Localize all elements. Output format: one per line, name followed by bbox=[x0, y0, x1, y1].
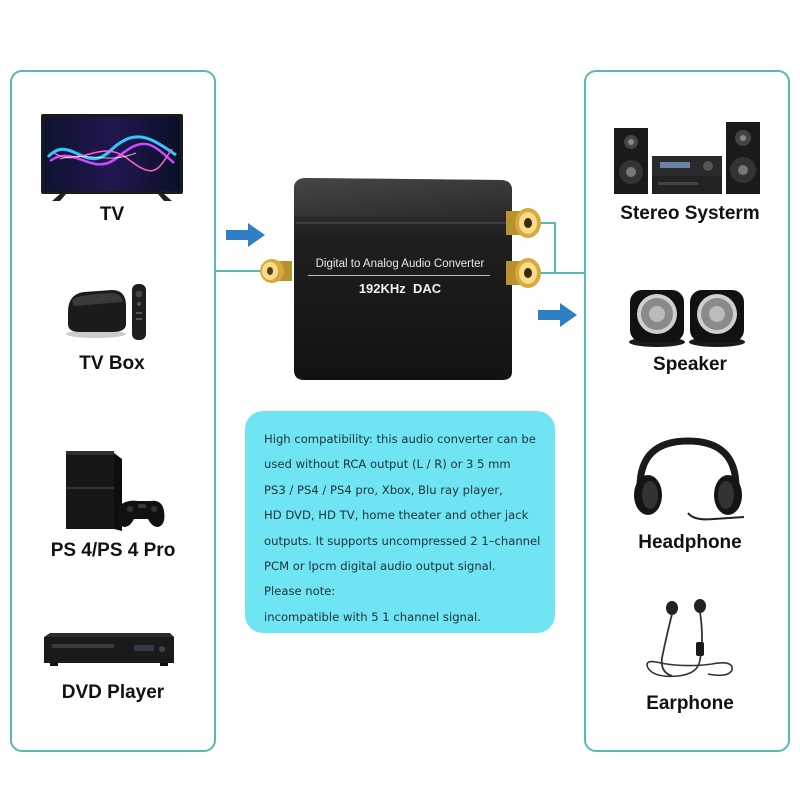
input-arrow-icon bbox=[226, 223, 265, 247]
input-connector-line bbox=[216, 270, 260, 272]
earphone-label: Earphone bbox=[646, 693, 734, 714]
output-connector-bottom bbox=[540, 272, 584, 274]
tv-icon bbox=[41, 114, 183, 201]
speaker-label: Speaker bbox=[653, 354, 727, 375]
earphone-icon bbox=[646, 599, 733, 678]
speaker-icon bbox=[629, 290, 745, 347]
output-connector-vertical bbox=[554, 222, 556, 274]
device-title: Digital to Analog Audio Converter bbox=[315, 258, 485, 270]
output-arrow-icon bbox=[538, 303, 577, 327]
tv-box-icon bbox=[66, 284, 146, 340]
info-line: outputs. It supports uncompressed 2 1–ch… bbox=[264, 533, 541, 548]
info-line: PS3 / PS4 / PS4 pro, Xbox, Blu ray playe… bbox=[264, 482, 503, 497]
info-line: incompatible with 5 1 channel signal. bbox=[264, 609, 481, 624]
rca-output-jack-top-icon bbox=[506, 208, 541, 238]
coaxial-input-jack-icon bbox=[260, 259, 292, 283]
rca-output-jack-bottom-icon bbox=[506, 258, 541, 288]
stereo-system-icon bbox=[614, 122, 760, 194]
dvd-player-label: DVD Player bbox=[61, 682, 165, 703]
device-divider bbox=[308, 275, 490, 276]
info-line: used without RCA output (L / R) or 3 5 m… bbox=[264, 457, 511, 472]
info-line: Please note: bbox=[264, 584, 336, 599]
info-line: HD DVD, HD TV, home theater and other ja… bbox=[264, 508, 529, 523]
ps4-label: PS 4/PS 4 Pro bbox=[50, 540, 176, 561]
dac-converter-device bbox=[294, 178, 512, 380]
stereo-system-label: Stereo Systerm bbox=[620, 203, 760, 224]
game-console-icon bbox=[66, 451, 165, 531]
info-line: PCM or lpcm digital audio output signal. bbox=[264, 559, 496, 574]
output-connector-top bbox=[540, 222, 556, 224]
headphone-icon bbox=[634, 437, 745, 521]
info-line: High compatibility: this audio converter… bbox=[264, 432, 536, 446]
dvd-player-icon bbox=[44, 633, 174, 666]
device-subtitle: 192KHz DAC bbox=[358, 281, 442, 296]
headphone-label: Headphone bbox=[638, 532, 742, 553]
tv-box-label: TV Box bbox=[79, 353, 145, 374]
tv-label: TV bbox=[99, 204, 125, 225]
compatibility-info-box: High compatibility: this audio converter… bbox=[245, 411, 555, 633]
